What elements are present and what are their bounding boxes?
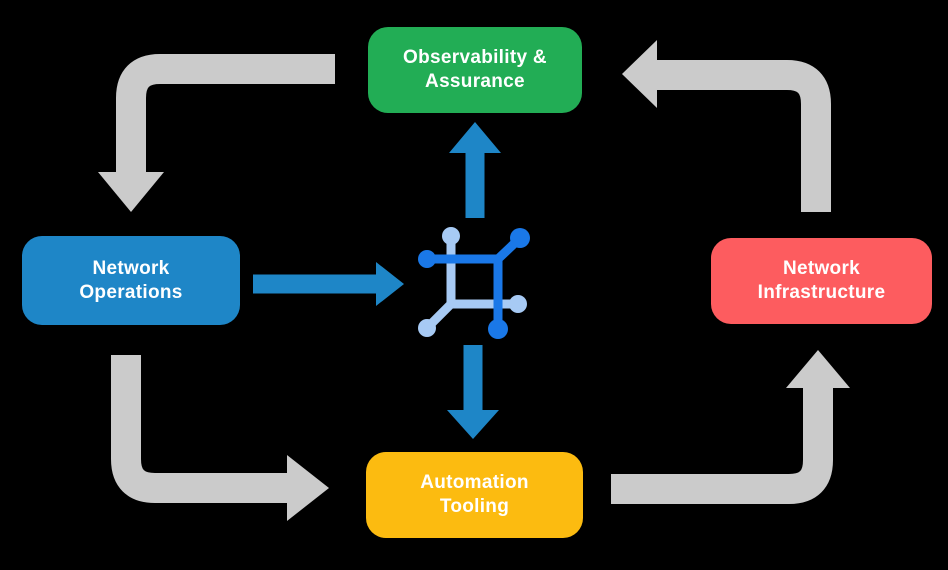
node-observability-assurance: Observability & Assurance bbox=[368, 27, 582, 113]
cycle-arrow-infrastructure-to-observability bbox=[622, 40, 831, 212]
network-mesh-icon-dark-part bbox=[418, 228, 530, 339]
node-network-infrastructure: Network Infrastructure bbox=[711, 238, 932, 324]
node-infrastructure-label: Network Infrastructure bbox=[757, 258, 886, 303]
network-mesh-icon bbox=[418, 227, 530, 339]
cycle-arrow-automation-to-infrastructure bbox=[611, 350, 850, 504]
flow-arrow-center-to-automation bbox=[447, 345, 499, 439]
node-operations-label: Network Operations bbox=[79, 257, 183, 303]
flow-arrow-center-to-observability bbox=[449, 122, 501, 218]
node-automation-label: Automation Tooling bbox=[420, 472, 529, 517]
flow-arrow-operations-to-center bbox=[253, 262, 404, 306]
node-network-operations: Network Operations bbox=[22, 236, 240, 325]
node-automation-tooling: Automation Tooling bbox=[366, 452, 583, 538]
node-observability-label: Observability & Assurance bbox=[403, 47, 547, 92]
cycle-arrow-observability-to-operations bbox=[98, 54, 335, 212]
cycle-arrow-operations-to-automation bbox=[111, 355, 329, 521]
